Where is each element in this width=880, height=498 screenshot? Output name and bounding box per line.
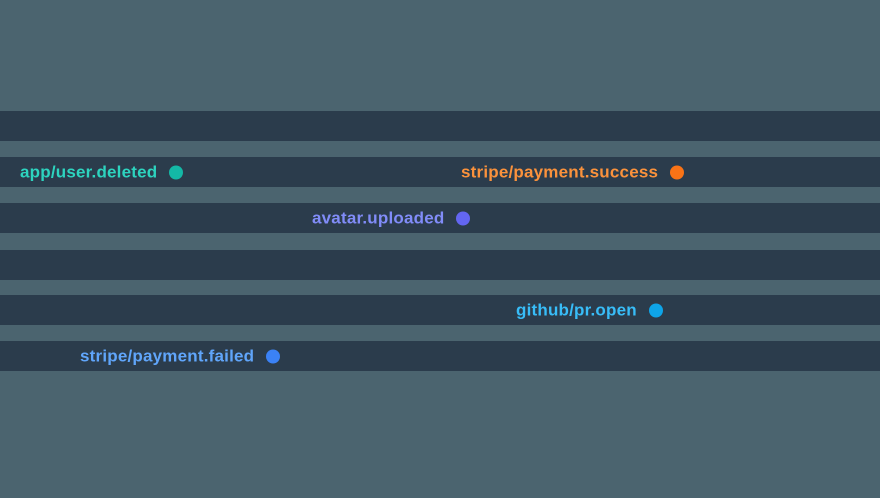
event-item: avatar.uploaded [312, 208, 471, 228]
event-lane: app/user.deleted stripe/payment.success [0, 157, 880, 187]
event-dot-icon [670, 165, 685, 179]
event-item: github/pr.open [516, 302, 663, 319]
event-lane: avatar.uploaded [0, 203, 880, 233]
event-label: stripe/payment.success [461, 162, 659, 182]
event-item: stripe/payment.success [461, 162, 685, 182]
event-dot-icon [266, 349, 281, 363]
event-item: app/user.deleted [20, 162, 184, 182]
event-label: app/user.deleted [20, 162, 158, 182]
event-dot-icon [648, 303, 663, 317]
event-label: stripe/payment.failed [80, 346, 255, 366]
event-item: stripe/payment.failed [80, 346, 281, 366]
event-label: github/pr.open [516, 300, 637, 320]
event-dot-icon [456, 211, 471, 225]
event-label: avatar.uploaded [312, 208, 445, 228]
event-lane: stripe/payment.failed [0, 341, 880, 371]
event-lane [0, 250, 880, 280]
event-lane [0, 111, 880, 141]
event-lane: github/pr.open [0, 295, 880, 325]
event-dot-icon [169, 165, 184, 179]
